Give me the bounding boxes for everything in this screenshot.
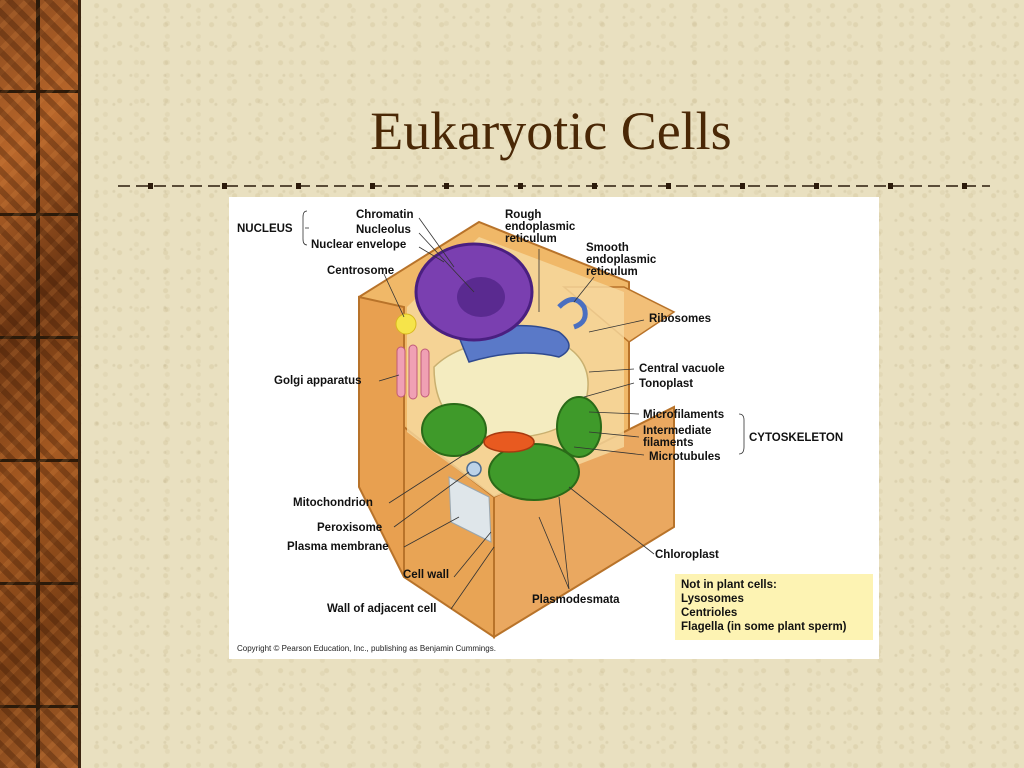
- decorative-left-border: [0, 0, 81, 768]
- label-chromatin: Chromatin: [356, 209, 414, 221]
- plant-cell-figure: NUCLEUS Chromatin Nucleolus Nuclear enve…: [229, 197, 879, 659]
- label-microfilaments: Microfilaments: [643, 409, 725, 421]
- label-golgi-apparatus: Golgi apparatus: [274, 375, 362, 387]
- note-heading: Not in plant cells:: [681, 579, 777, 591]
- label-wall-of-adjacent-cell: Wall of adjacent cell: [327, 603, 437, 615]
- label-ribosomes: Ribosomes: [649, 313, 711, 325]
- nucleolus-shape: [457, 277, 505, 317]
- label-cell-wall: Cell wall: [403, 569, 450, 581]
- label-peroxisome: Peroxisome: [317, 522, 383, 534]
- label-mitochondrion: Mitochondrion: [293, 497, 373, 509]
- label-microtubules: Microtubules: [649, 451, 721, 463]
- slide-title: Eukaryotic Cells: [370, 101, 732, 161]
- peroxisome-shape: [466, 461, 482, 477]
- note-item: Lysosomes: [681, 593, 744, 605]
- note-item: Centrioles: [681, 607, 738, 619]
- label-tonoplast: Tonoplast: [639, 378, 694, 390]
- golgi-shape: [396, 344, 430, 400]
- label-central-vacuole: Central vacuole: [639, 363, 725, 375]
- label-plasma-membrane: Plasma membrane: [287, 541, 389, 553]
- label-chloroplast: Chloroplast: [655, 549, 719, 561]
- note-item: Flagella (in some plant sperm): [681, 621, 847, 633]
- mitochondrion-shape: [483, 431, 535, 453]
- plasma-membrane-shape: [448, 476, 492, 543]
- label-nucleolus: Nucleolus: [356, 224, 411, 236]
- chloroplast-shape-2: [556, 396, 602, 458]
- label-nucleus: NUCLEUS: [237, 223, 293, 235]
- label-smooth-er: Smooth endoplasmic reticulum: [586, 242, 657, 278]
- label-intermediate-filaments: Intermediate filaments: [643, 425, 712, 449]
- copyright-notice: Copyright © Pearson Education, Inc., pub…: [237, 644, 496, 653]
- label-plasmodesmata: Plasmodesmata: [532, 594, 620, 606]
- label-cytoskeleton: CYTOSKELETON: [749, 432, 844, 444]
- label-nuclear-envelope: Nuclear envelope: [311, 239, 407, 251]
- label-centrosome: Centrosome: [327, 265, 395, 277]
- decorative-divider: [118, 183, 990, 189]
- chloroplast-shape-1: [421, 403, 487, 457]
- cell-wall-left-side: [358, 295, 405, 578]
- not-in-plant-cells-note: Not in plant cells: Lysosomes Centrioles…: [675, 574, 873, 640]
- smooth-er-shape: [557, 297, 588, 330]
- leader-lines: [302, 210, 745, 610]
- plant-cell-illustration: [302, 210, 745, 639]
- label-rough-er: Rough endoplasmic reticulum: [505, 209, 576, 245]
- centrosome-shape: [395, 313, 417, 335]
